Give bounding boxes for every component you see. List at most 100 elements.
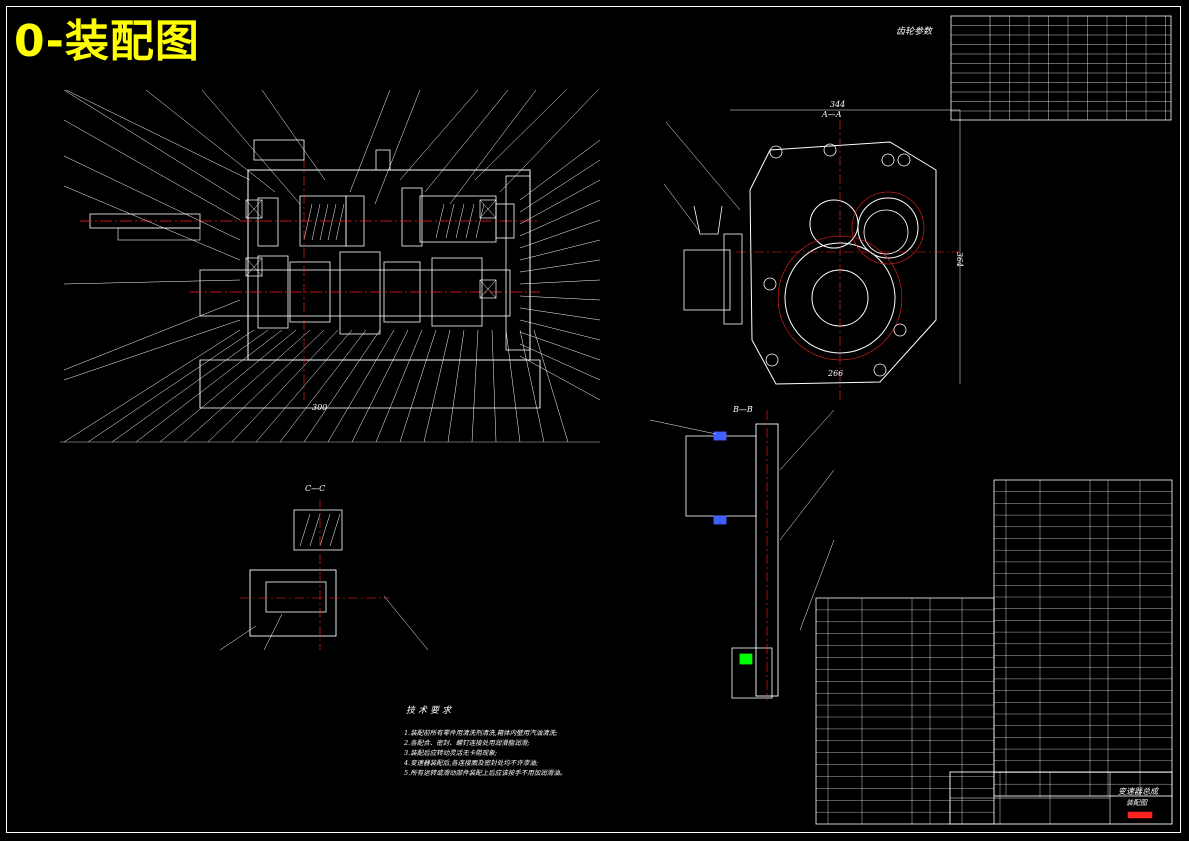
leader-line [261,89,326,181]
section-aa-label: A—A [822,110,842,119]
gear-circle [863,209,909,255]
leader-line [471,329,479,443]
leader-line [424,89,509,193]
fork [693,205,723,235]
leader-line [374,89,421,205]
input-shaft-lower [117,227,201,241]
seal [713,515,727,525]
leader-line [399,89,479,181]
tech-req-line: 4.变速器装配后,各连接面及密封处均不许渗油; [404,759,538,767]
leader-line [519,199,601,237]
leader-line [327,329,395,443]
leader-line [519,307,601,321]
title-block-name: 变速器总成 [1118,787,1158,796]
leader-line [201,89,301,205]
leader-line [519,331,601,361]
pitch-circle [851,191,925,265]
leader-line [383,595,429,651]
leader-line [219,625,257,651]
leader-line [63,89,241,201]
gear-circle [809,199,859,249]
drawing-line [327,203,337,241]
drawing-line [479,199,497,219]
leader-line [519,355,601,401]
cc-body [249,569,337,637]
leader-line [63,329,241,443]
tech-req-line: 3.装配后应转动灵活无卡阻现象; [404,749,497,757]
leader-line [779,469,835,541]
title-block-sub: 装配图 [1126,799,1147,807]
dim-height: 364 [955,251,965,268]
leader-line [533,329,569,443]
leader-line [263,613,283,651]
tech-req-line: 1.装配前所有零件用清洗剂清洗,箱体内壁用汽油清洗; [404,729,558,737]
leader-line [499,89,599,193]
bolt-hole [823,143,837,157]
drawing-line [319,203,329,241]
leader-line [255,329,353,443]
leader-line [63,119,241,221]
leader-line [779,409,835,471]
section-cc-label: C—C [305,484,326,493]
leader-line [519,239,601,261]
dim-center: 300 [312,403,328,412]
leader-line [649,419,717,435]
shifter-plate [723,233,743,325]
leader-line [351,329,409,443]
parts-list-upper [993,479,1173,797]
dim-width: 344 [830,100,846,109]
bolt-hole [897,153,911,167]
leader-line [519,295,601,301]
gear [257,197,279,247]
bearing [245,257,263,277]
leader-line [63,279,241,285]
leader-line [519,159,601,213]
tech-req-line: 5.所有运转或滑动部件装配上后应该按手不用加润滑油。 [404,769,567,777]
housing-outline [749,141,937,385]
detent-ball [739,653,753,665]
section-bb-label: B—B [733,405,753,414]
drawing-line [329,513,341,547]
rail-end [731,647,773,699]
leader-line [519,279,601,285]
leader-line [111,329,269,443]
leader-line [65,89,251,181]
leader-line [135,329,283,443]
gear [419,195,497,243]
drawing-frame [6,6,1181,833]
leader-line [63,185,241,261]
leader-line [145,89,276,193]
drawing-line [311,203,321,241]
bearing [245,199,263,219]
leader-line [375,329,423,443]
shifter-body [683,249,731,311]
countershaft [199,269,511,317]
shift-fork-top [253,139,305,161]
drawing-line [335,203,345,241]
leader-line [303,329,381,443]
bearing [479,279,497,299]
drawing-title: 0-装配图 [14,16,200,67]
leader-line [519,139,601,201]
leader-line [447,329,465,443]
bolt-hole [769,145,783,159]
bolt-hole [763,277,777,291]
seal [713,431,727,441]
leader-line [519,179,601,225]
leader-line [399,329,437,443]
leader-line [207,329,325,443]
detent-housing [685,435,757,517]
leader-line [665,121,741,211]
leader-line [63,319,241,381]
tech-req-line: 2.各配合、密封、螺钉连接处用润滑脂润滑; [404,739,530,747]
leader-line [63,299,241,371]
leader-line [159,329,297,443]
bolt-hole [893,323,907,337]
dim-side: 266 [828,369,844,378]
leader-line [519,319,601,341]
drawing-line [299,513,311,547]
rear-cover [505,175,531,351]
drawing-line [309,513,321,547]
leader-line [474,89,567,181]
leader-line [519,219,601,249]
